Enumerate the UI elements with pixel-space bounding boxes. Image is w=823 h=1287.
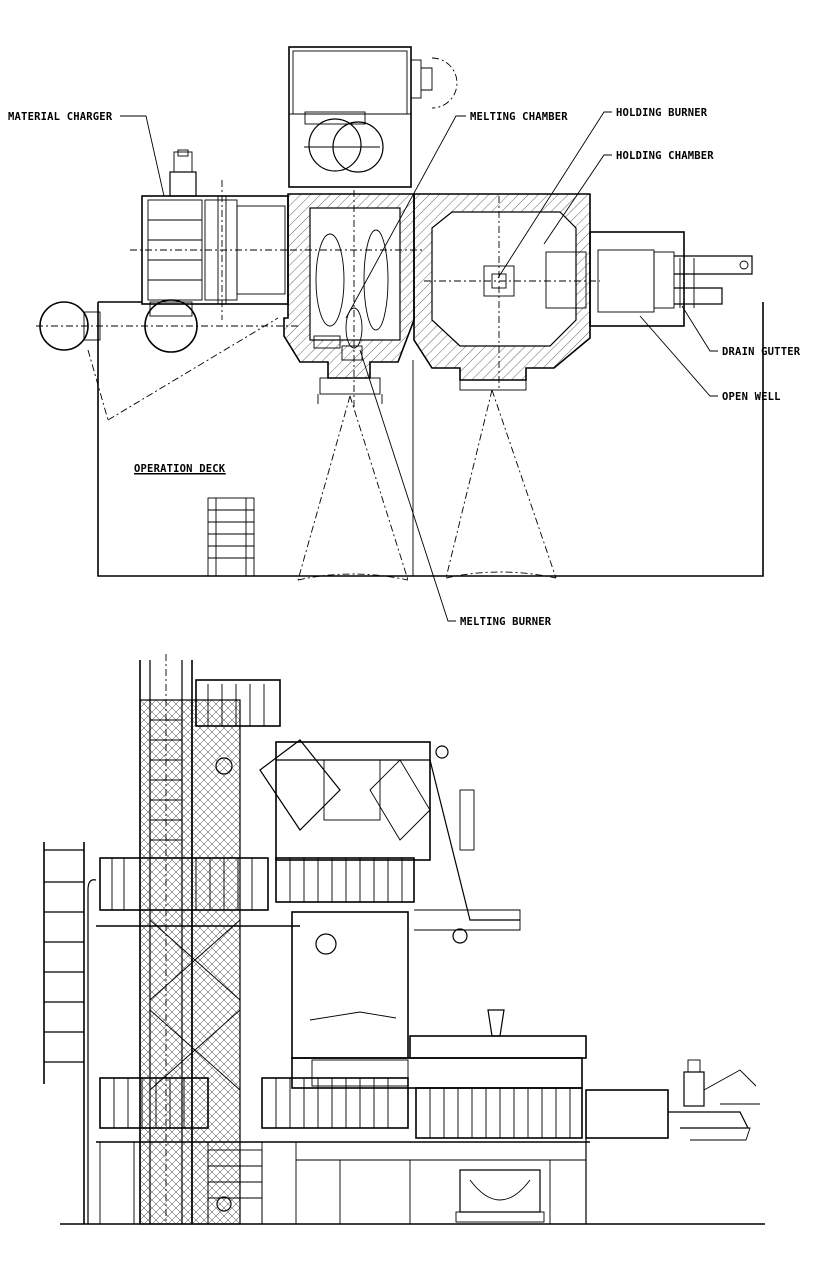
left-stack: [36, 299, 300, 353]
upper-deck-railings: [96, 857, 415, 927]
leader-lines: [120, 111, 718, 622]
holding-chamber-label: HOLDING CHAMBER: [616, 150, 714, 162]
lower-structure: [99, 1141, 587, 1225]
exhaust-duct: [288, 46, 458, 188]
melting-chamber-label: MELTING CHAMBER: [470, 111, 568, 123]
elevation-view: [43, 654, 765, 1225]
material-charger-label: MATERIAL CHARGER: [8, 111, 113, 123]
holding-chamber: [413, 193, 600, 391]
plan-view: MATERIAL CHARGER MELTING CHAMBER HOLDING…: [8, 46, 801, 628]
open-well-label: OPEN WELL: [722, 391, 781, 403]
operation-deck: [87, 301, 764, 577]
material-charger: [130, 149, 290, 320]
furnace-body: [291, 911, 587, 1089]
operation-deck-label: OPERATION DECK: [134, 463, 226, 475]
discharge-unit: [585, 1059, 760, 1224]
lower-deck-railings: [96, 1077, 590, 1143]
burner-cones: [297, 389, 557, 581]
holding-burner-label: HOLDING BURNER: [616, 107, 708, 119]
drain-gutter-label: DRAIN GUTTER: [722, 346, 801, 358]
melting-chamber: [283, 190, 424, 410]
center-tower: [139, 654, 281, 1225]
melting-burner-label: MELTING BURNER: [460, 616, 552, 628]
furnace-frame: [259, 739, 521, 944]
open-well: [589, 231, 753, 327]
left-ladder: [43, 842, 97, 1224]
